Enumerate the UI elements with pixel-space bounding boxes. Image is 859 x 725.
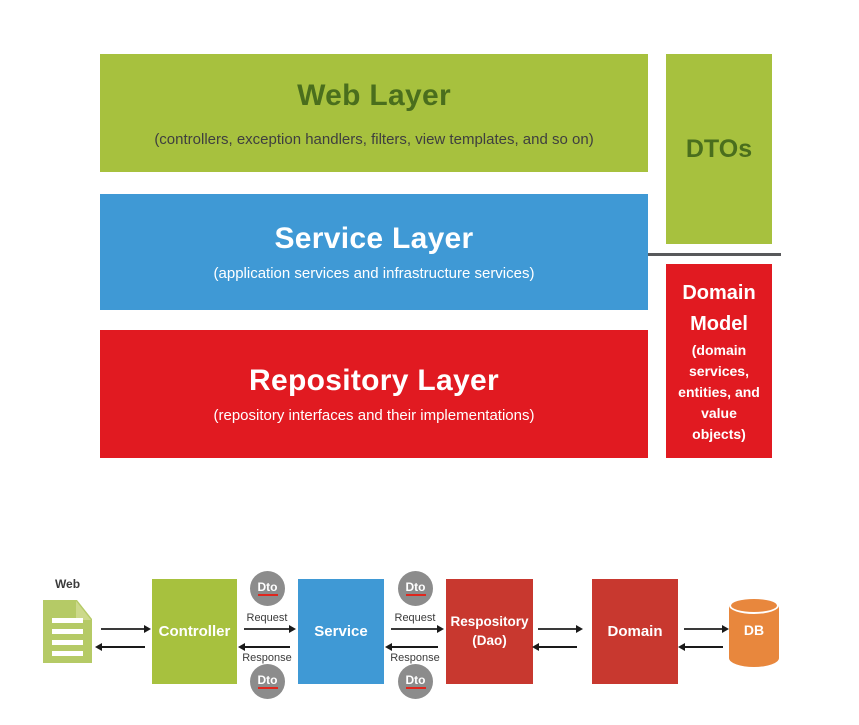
repository-layer-title: Repository Layer (249, 364, 499, 397)
service-node: Service (298, 579, 384, 684)
domain-label: Domain (607, 623, 663, 640)
web-client-label: Web (54, 577, 81, 591)
request-label: Request (246, 612, 288, 624)
dtos-label: DTOs (685, 134, 753, 163)
domain-model-title-line: Domain (682, 281, 756, 304)
dto-circle: Dto (398, 664, 433, 699)
service-layer-subtitle: (application services and infrastructure… (213, 265, 535, 282)
arrow-repository-to-domain (538, 628, 577, 630)
document-line (52, 640, 83, 645)
dtos-box: DTOs (666, 54, 772, 244)
repository-layer-subtitle: (repository interfaces and their impleme… (213, 407, 535, 424)
domain-model-subtitle-line: entities, and (678, 383, 760, 400)
dto-label: Dto (257, 673, 278, 689)
request-label: Request (394, 612, 436, 624)
service-layer-box: Service Layer (application services and … (100, 194, 648, 310)
arrow-domain-to-db (684, 628, 723, 630)
repository-layer-box: Repository Layer (repository interfaces … (100, 330, 648, 458)
repository-node: Respository (Dao) (446, 579, 533, 684)
domain-model-subtitle-line: value (701, 404, 737, 421)
web-layer-box: Web Layer (controllers, exception handle… (100, 54, 648, 172)
database-cylinder-body (729, 605, 779, 667)
response-label: Response (242, 652, 292, 664)
controller-node: Controller (152, 579, 237, 684)
database-cylinder-top (729, 597, 779, 614)
arrow-service-to-controller (244, 646, 290, 648)
dto-domain-divider-line (648, 253, 781, 256)
repository-label-line: Respository (450, 614, 529, 630)
arrow-web-to-controller (101, 628, 145, 630)
service-label: Service (314, 623, 368, 640)
controller-label: Controller (158, 623, 231, 640)
web-layer-title: Web Layer (297, 78, 451, 112)
dto-circle: Dto (398, 571, 433, 606)
domain-model-title-line: Model (690, 312, 748, 335)
document-line (52, 618, 83, 623)
dto-label: Dto (257, 580, 278, 596)
database-icon: DB (729, 597, 779, 667)
dto-circle: Dto (250, 664, 285, 699)
document-text-lines (52, 618, 83, 656)
service-layer-title: Service Layer (274, 222, 474, 255)
document-line (52, 651, 83, 656)
repository-label-line: (Dao) (472, 632, 507, 648)
domain-node: Domain (592, 579, 678, 684)
domain-model-subtitle-line: (domain (691, 341, 747, 358)
arrow-domain-to-repository (538, 646, 577, 648)
response-label: Response (390, 652, 440, 664)
arrow-repository-to-service (391, 646, 438, 648)
domain-model-box: Domain Model (domain services, entities,… (666, 264, 772, 458)
dto-circle: Dto (250, 571, 285, 606)
db-label: DB (743, 622, 765, 638)
arrow-db-to-domain (684, 646, 723, 648)
domain-model-subtitle-line: objects) (692, 425, 746, 442)
dto-label: Dto (405, 580, 426, 596)
domain-model-subtitle-line: services, (689, 362, 749, 379)
arrow-controller-to-service (244, 628, 290, 630)
dto-label: Dto (405, 673, 426, 689)
web-document-icon (43, 600, 92, 663)
arrow-controller-to-web (101, 646, 145, 648)
document-line (52, 629, 83, 634)
arrow-service-to-repository (391, 628, 438, 630)
web-layer-subtitle: (controllers, exception handlers, filter… (154, 130, 594, 148)
